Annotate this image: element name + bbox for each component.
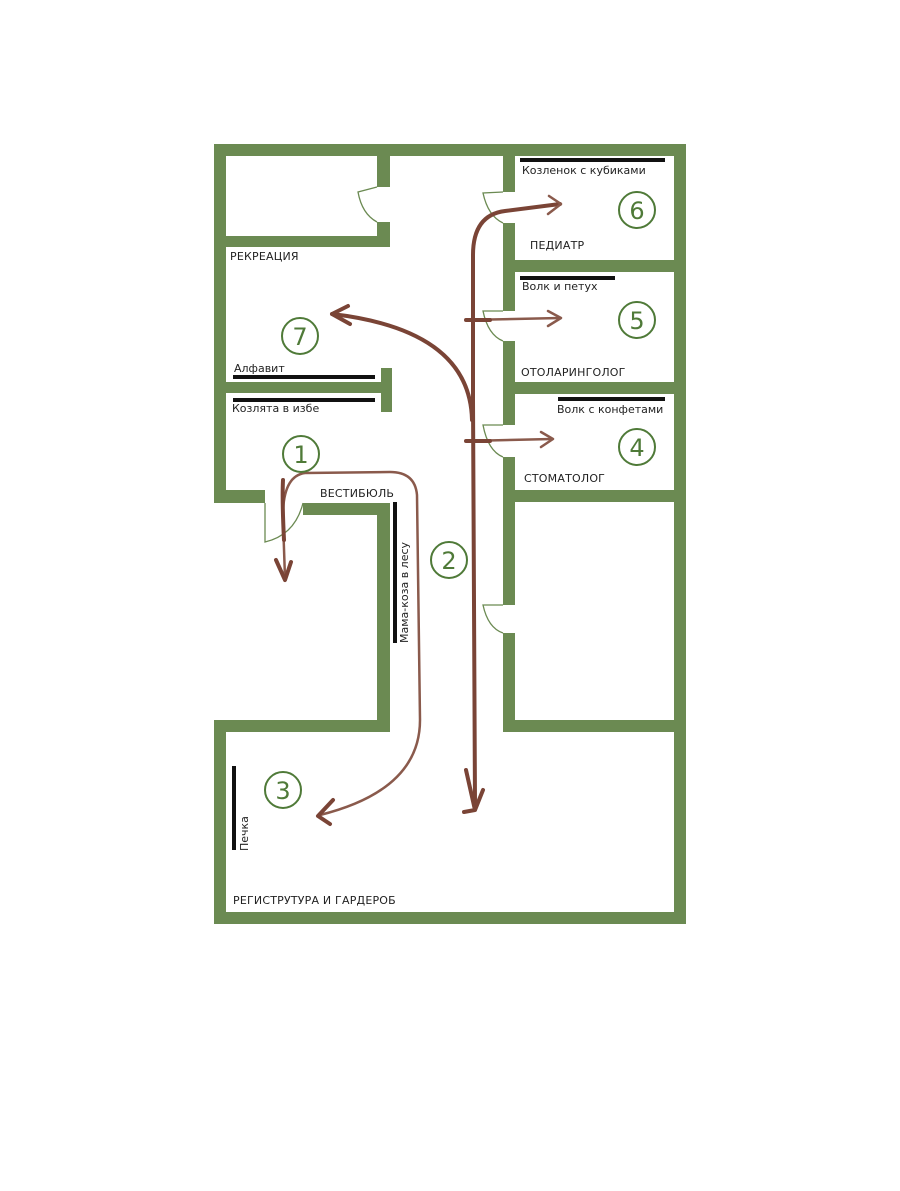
room-label-recreation: РЕКРЕАЦИЯ bbox=[230, 250, 299, 263]
exhibit-label-wolf-with-candy: Волк с конфетами bbox=[557, 403, 663, 416]
room-label-otolaryngologist: ОТОЛАРИНГОЛОГ bbox=[521, 366, 626, 379]
wall-col-1 bbox=[503, 144, 515, 192]
station-number: 1 bbox=[293, 441, 308, 469]
station-number: 6 bbox=[629, 197, 644, 225]
exhibit-label-stove: Печка bbox=[238, 816, 251, 851]
routes bbox=[274, 194, 563, 826]
route-main bbox=[471, 202, 562, 807]
wall-recreation-room bbox=[214, 236, 390, 247]
station-6: 6 bbox=[618, 191, 656, 229]
wall-col-4 bbox=[503, 457, 515, 605]
station-number: 5 bbox=[629, 307, 644, 335]
station-7: 7 bbox=[281, 317, 319, 355]
wall-lor-bottom bbox=[503, 382, 686, 394]
wall-vestibule-left bbox=[214, 490, 265, 503]
door-pediatrician bbox=[482, 191, 504, 224]
route-vestibule-loop-bold bbox=[280, 478, 286, 542]
station-number: 7 bbox=[292, 323, 307, 351]
wall-bottom bbox=[214, 912, 686, 924]
station-number: 2 bbox=[441, 547, 456, 575]
wall-top bbox=[214, 144, 686, 156]
route-main-arrowhead bbox=[462, 768, 485, 814]
route-1-arrowhead bbox=[274, 558, 293, 582]
station-5: 5 bbox=[618, 301, 656, 339]
exhibit-label-mother-goat: Мама-коза в лесу bbox=[398, 541, 411, 643]
wall-recreation-room-v2 bbox=[377, 222, 390, 247]
room-label-vestibule: ВЕСТИБЮЛЬ bbox=[320, 487, 394, 500]
station-1: 1 bbox=[282, 435, 320, 473]
room-label-dentist: СТОМАТОЛОГ bbox=[524, 472, 605, 485]
wall-left-upper bbox=[214, 144, 226, 503]
route-3-arrowhead bbox=[316, 798, 335, 826]
wall-partition-stub bbox=[381, 368, 392, 412]
exhibit-label-wolf-and-rooster: Волк и петух bbox=[522, 280, 598, 293]
wall-left-lower bbox=[214, 720, 226, 924]
room-label-pediatrician: ПЕДИАТР bbox=[530, 239, 584, 252]
walls bbox=[214, 144, 686, 924]
door-otolaryngologist bbox=[482, 310, 504, 342]
exhibit-label-alphabet: Алфавит bbox=[234, 362, 285, 375]
room-label-registry: РЕГИСТРУТУРА И ГАРДЕРОБ bbox=[233, 894, 396, 907]
station-4: 4 bbox=[618, 428, 656, 466]
exhibit-label-kid-with-cubes: Козленок с кубиками bbox=[522, 164, 646, 177]
wall-registry-top-left bbox=[214, 720, 390, 732]
wall-col-5 bbox=[503, 633, 515, 732]
station-3: 3 bbox=[264, 771, 302, 809]
exhibit-label-kids-in-hut: Козлята в избе bbox=[232, 402, 319, 415]
doors bbox=[264, 186, 504, 634]
door-recreation bbox=[357, 186, 378, 223]
wall-room-bottom bbox=[503, 720, 686, 732]
route-7-arrowhead bbox=[330, 304, 352, 326]
wall-recreation-room-v1 bbox=[377, 156, 390, 187]
wall-corridor-left bbox=[377, 503, 390, 732]
exhibit-bars bbox=[232, 158, 665, 850]
route-6-arrowhead bbox=[546, 194, 563, 216]
route-7 bbox=[330, 312, 474, 422]
station-2: 2 bbox=[430, 541, 468, 579]
wall-pediatr-bottom bbox=[503, 260, 686, 272]
route-vestibule-loop bbox=[281, 470, 422, 817]
wall-dentist-bottom bbox=[503, 490, 686, 502]
door-vestibule bbox=[264, 502, 304, 543]
station-number: 4 bbox=[629, 434, 644, 462]
route-4-arrowhead bbox=[539, 430, 555, 449]
door-dentist bbox=[482, 424, 504, 458]
wall-vestibule-right bbox=[303, 503, 390, 515]
door-lower-room bbox=[482, 604, 504, 634]
station-number: 3 bbox=[275, 777, 290, 805]
route-5-arrowhead bbox=[546, 309, 563, 328]
wall-partition bbox=[214, 382, 386, 393]
